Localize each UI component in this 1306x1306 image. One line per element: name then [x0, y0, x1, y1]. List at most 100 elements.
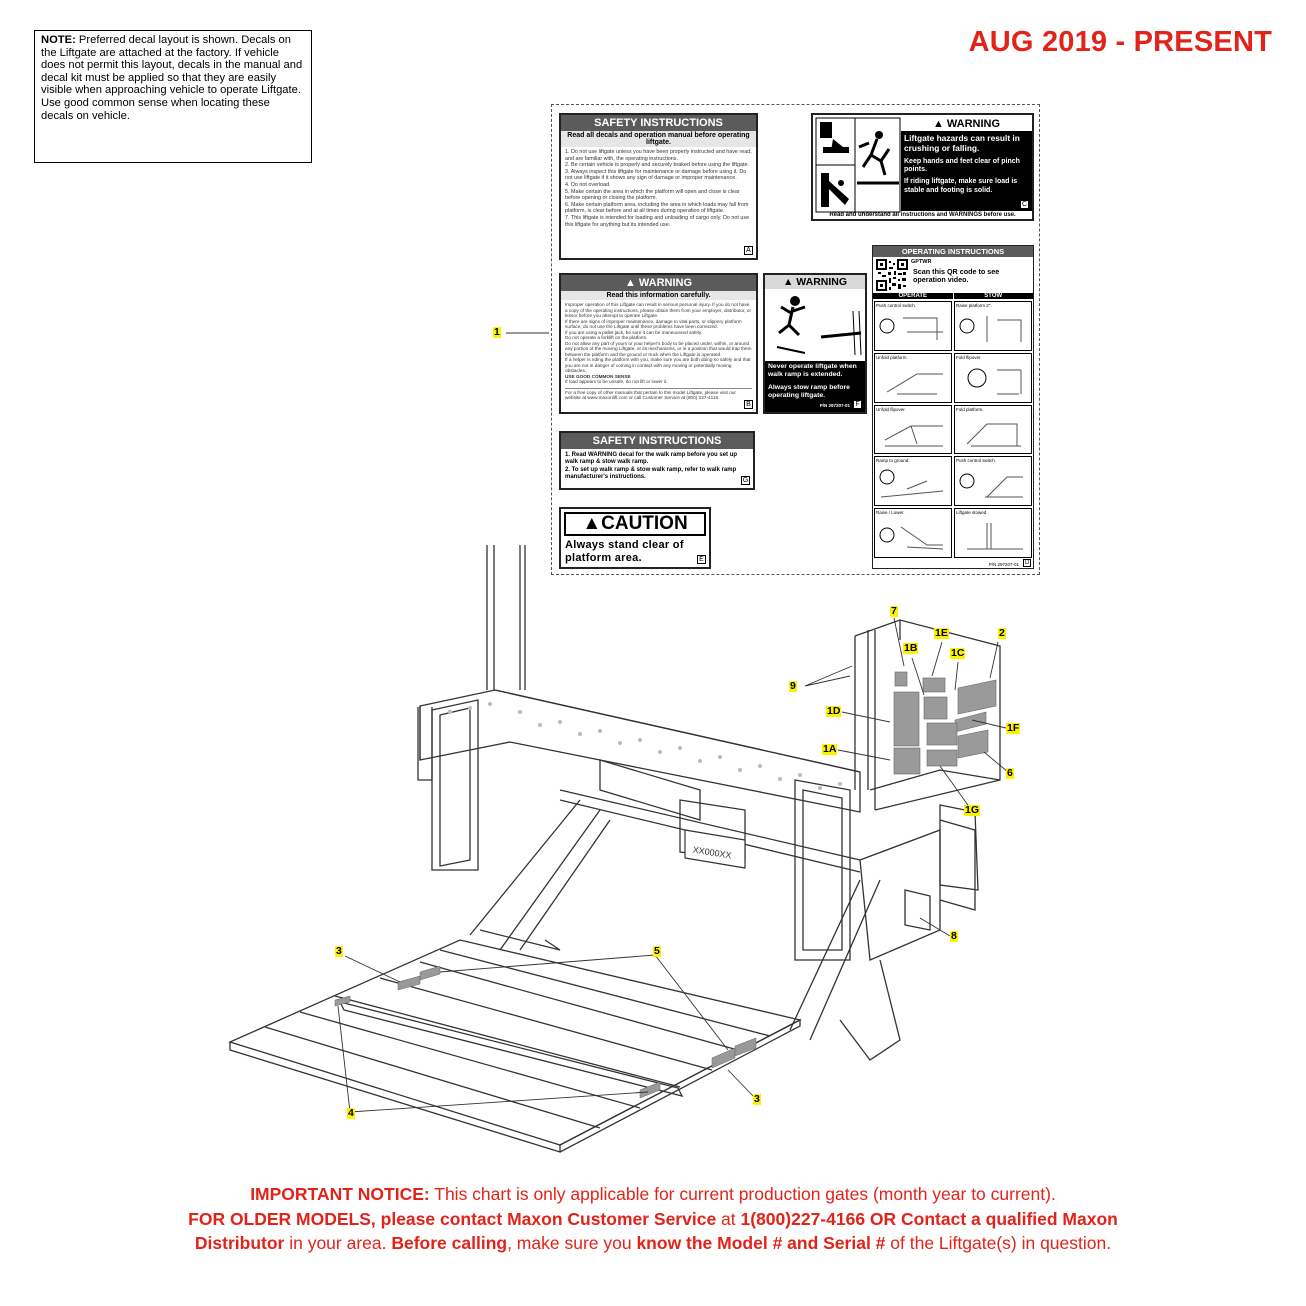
- decal-f-line1: Never operate liftgate when walk ramp is…: [768, 363, 857, 378]
- decal-g-items: 1. Read WARNING decal for the walk ramp …: [561, 449, 753, 485]
- notice-label: IMPORTANT NOTICE:: [250, 1184, 430, 1204]
- license-plate: [684, 829, 746, 869]
- decal-a-item: 3. Always inspect this liftgate for main…: [565, 168, 747, 182]
- license-plate-text: XX000XX: [692, 845, 732, 861]
- decal-a-item: 5. Make certain the area in which the pl…: [565, 188, 740, 202]
- step-illustration-icon: [966, 423, 1021, 447]
- callout-1b: 1B: [903, 642, 919, 654]
- decal-e-title: CAUTION: [601, 513, 688, 534]
- notice-text-question: of the Liftgate(s) in question.: [885, 1233, 1112, 1253]
- decal-d-steps-grid: Push control switch. Raise platform 2". …: [874, 301, 1032, 558]
- decal-a-item: 4. Do not overload.: [565, 181, 611, 188]
- step-illustration-icon: [886, 373, 943, 395]
- caution-triangle-icon: ▲: [582, 513, 602, 534]
- decal-b-items: Improper operation of this Liftgate can …: [561, 300, 756, 403]
- step-illustration-icon: [879, 469, 944, 498]
- note-label: NOTE:: [41, 34, 76, 46]
- decal-c-line2: Keep hands and feet clear of pinch point…: [904, 157, 1020, 173]
- platform-reflectors: [334, 965, 757, 1099]
- important-notice: IMPORTANT NOTICE: This chart is only app…: [0, 1182, 1306, 1256]
- decal-g-safety-instructions: SAFETY INSTRUCTIONS 1. Read WARNING deca…: [559, 431, 755, 490]
- decal-b-item: If load appears to be unsafe, do not lif…: [565, 379, 668, 384]
- decal-a-item: 1. Do not use liftgate unless you have b…: [565, 149, 752, 162]
- decal-sheet: SAFETY INSTRUCTIONS Read all decals and …: [551, 104, 1040, 575]
- decal-d-step-text: Fold platform.: [956, 406, 984, 412]
- callout-6: 6: [1006, 767, 1014, 779]
- callout-1f: 1F: [1006, 722, 1021, 734]
- decal-b-item: If you are using a pallet jack, be sure …: [565, 329, 703, 335]
- callout-4: 4: [347, 1107, 355, 1119]
- decal-c-title-row: ▲ WARNING: [901, 117, 1032, 131]
- callout-1d: 1D: [826, 705, 842, 717]
- decal-d-step: Push control switch.: [954, 456, 1032, 507]
- decal-d-qr-label: GPTWR: [911, 259, 932, 265]
- step-illustration-icon: [879, 526, 944, 550]
- decal-d-step: Liftgate stowed.: [954, 508, 1032, 558]
- decal-d-col-operate: OPERATE: [898, 293, 928, 299]
- decal-c-footer: Read and understand all instructions and…: [829, 212, 1016, 218]
- decal-d-letter: D: [1023, 559, 1031, 567]
- decal-b-item: Improper operation of this Liftgate can …: [565, 302, 752, 318]
- decal-f-panel: Never operate liftgate when walk ramp is…: [765, 361, 865, 412]
- decal-d-step-text: Unfold platform.: [876, 354, 908, 360]
- decal-f-title: WARNING: [796, 276, 848, 288]
- note-box: NOTE: Preferred decal layout is shown. D…: [34, 30, 312, 163]
- notice-model-serial: know the Model # and Serial #: [636, 1233, 886, 1253]
- notice-line-2: FOR OLDER MODELS, please contact Maxon C…: [0, 1207, 1306, 1232]
- decal-d-step: Ramp to ground.: [874, 456, 952, 507]
- pinch-hazard-pictogram: [815, 117, 901, 213]
- decal-b-footer: For a free copy of other manuals that pe…: [565, 387, 752, 401]
- platform: [228, 939, 802, 1153]
- notice-line-3: Distributor in your area. Before calling…: [0, 1231, 1306, 1256]
- walk-ramp-fall-pictogram: [776, 296, 862, 356]
- decal-d-step-text: Fold flipover.: [956, 354, 982, 360]
- step-illustration-icon: [959, 316, 1022, 342]
- notice-older-models: FOR OLDER MODELS, please contact Maxon C…: [188, 1208, 717, 1229]
- decal-b-item: Do not allow any part of yours or your h…: [565, 340, 752, 357]
- decal-d-step-text: Raise / Lower.: [876, 510, 905, 516]
- decal-g-title: SAFETY INSTRUCTIONS: [561, 433, 753, 449]
- decal-d-step: Raise platform 2".: [954, 301, 1032, 351]
- decal-d-pn: P/N 297207-01: [988, 562, 1019, 567]
- step-illustration-icon: [879, 317, 943, 340]
- decal-f-line2: Always stow ramp before operating liftga…: [768, 384, 850, 399]
- decal-a-items: 1. Do not use liftgate unless you have b…: [561, 147, 756, 230]
- decal-c-line1: Liftgate hazards can result in crushing …: [904, 133, 1020, 153]
- step-illustration-icon: [884, 425, 943, 447]
- decal-d-col-stow: STOW: [952, 293, 1034, 299]
- decal-d-step: Unfold platform.: [874, 352, 952, 403]
- notice-text-at: at: [716, 1208, 741, 1229]
- date-title: AUG 2019 - PRESENT: [968, 26, 1272, 58]
- decal-b-warning: ▲ WARNING Read this information carefull…: [559, 273, 758, 414]
- note-text: Preferred decal layout is shown. Decals …: [41, 34, 303, 122]
- warning-triangle-icon: ▲: [782, 276, 794, 288]
- decal-b-title: WARNING: [638, 277, 693, 289]
- decal-e-letter: E: [697, 555, 706, 564]
- decal-b-letter: B: [744, 400, 753, 409]
- decal-e-text: Always stand clear of platform area.: [565, 539, 684, 564]
- decal-c-letter: C: [1020, 200, 1029, 209]
- callout-3-left: 3: [335, 945, 343, 957]
- decal-d-col-header: OPERATE STOW: [873, 293, 1033, 299]
- notice-line-1: IMPORTANT NOTICE: This chart is only app…: [0, 1182, 1306, 1207]
- decal-d-step-text: Raise platform 2".: [956, 303, 992, 308]
- decal-d-step-text: Push control switch.: [956, 458, 997, 464]
- decal-f-letter: F: [853, 400, 862, 409]
- decal-d-step-text: Liftgate stowed.: [956, 510, 988, 516]
- decal-locations: [893, 671, 997, 775]
- decal-d-step-text: Push control switch.: [876, 303, 917, 308]
- decal-b-item: USE GOOD COMMON SENSE: [565, 373, 631, 379]
- decal-a-safety-instructions: SAFETY INSTRUCTIONS Read all decals and …: [559, 113, 758, 260]
- decal-b-title-row: ▲ WARNING: [561, 275, 756, 291]
- qr-code-icon: [876, 259, 908, 291]
- decal-c-warning: ▲ WARNING Liftgate hazards can result in…: [811, 113, 1034, 221]
- callout-1g: 1G: [964, 804, 981, 816]
- decal-a-item: 6. Make certain platform area, including…: [565, 201, 749, 215]
- callout-1c: 1C: [950, 647, 966, 659]
- decal-a-subtitle: Read all decals and operation manual bef…: [561, 131, 756, 147]
- callout-1a: 1A: [822, 743, 838, 755]
- callout-7: 7: [890, 605, 898, 617]
- step-illustration-icon: [959, 473, 1023, 498]
- notice-before-calling: Before calling: [391, 1233, 508, 1253]
- decal-c-panel: ▲ WARNING Liftgate hazards can result in…: [901, 117, 1032, 211]
